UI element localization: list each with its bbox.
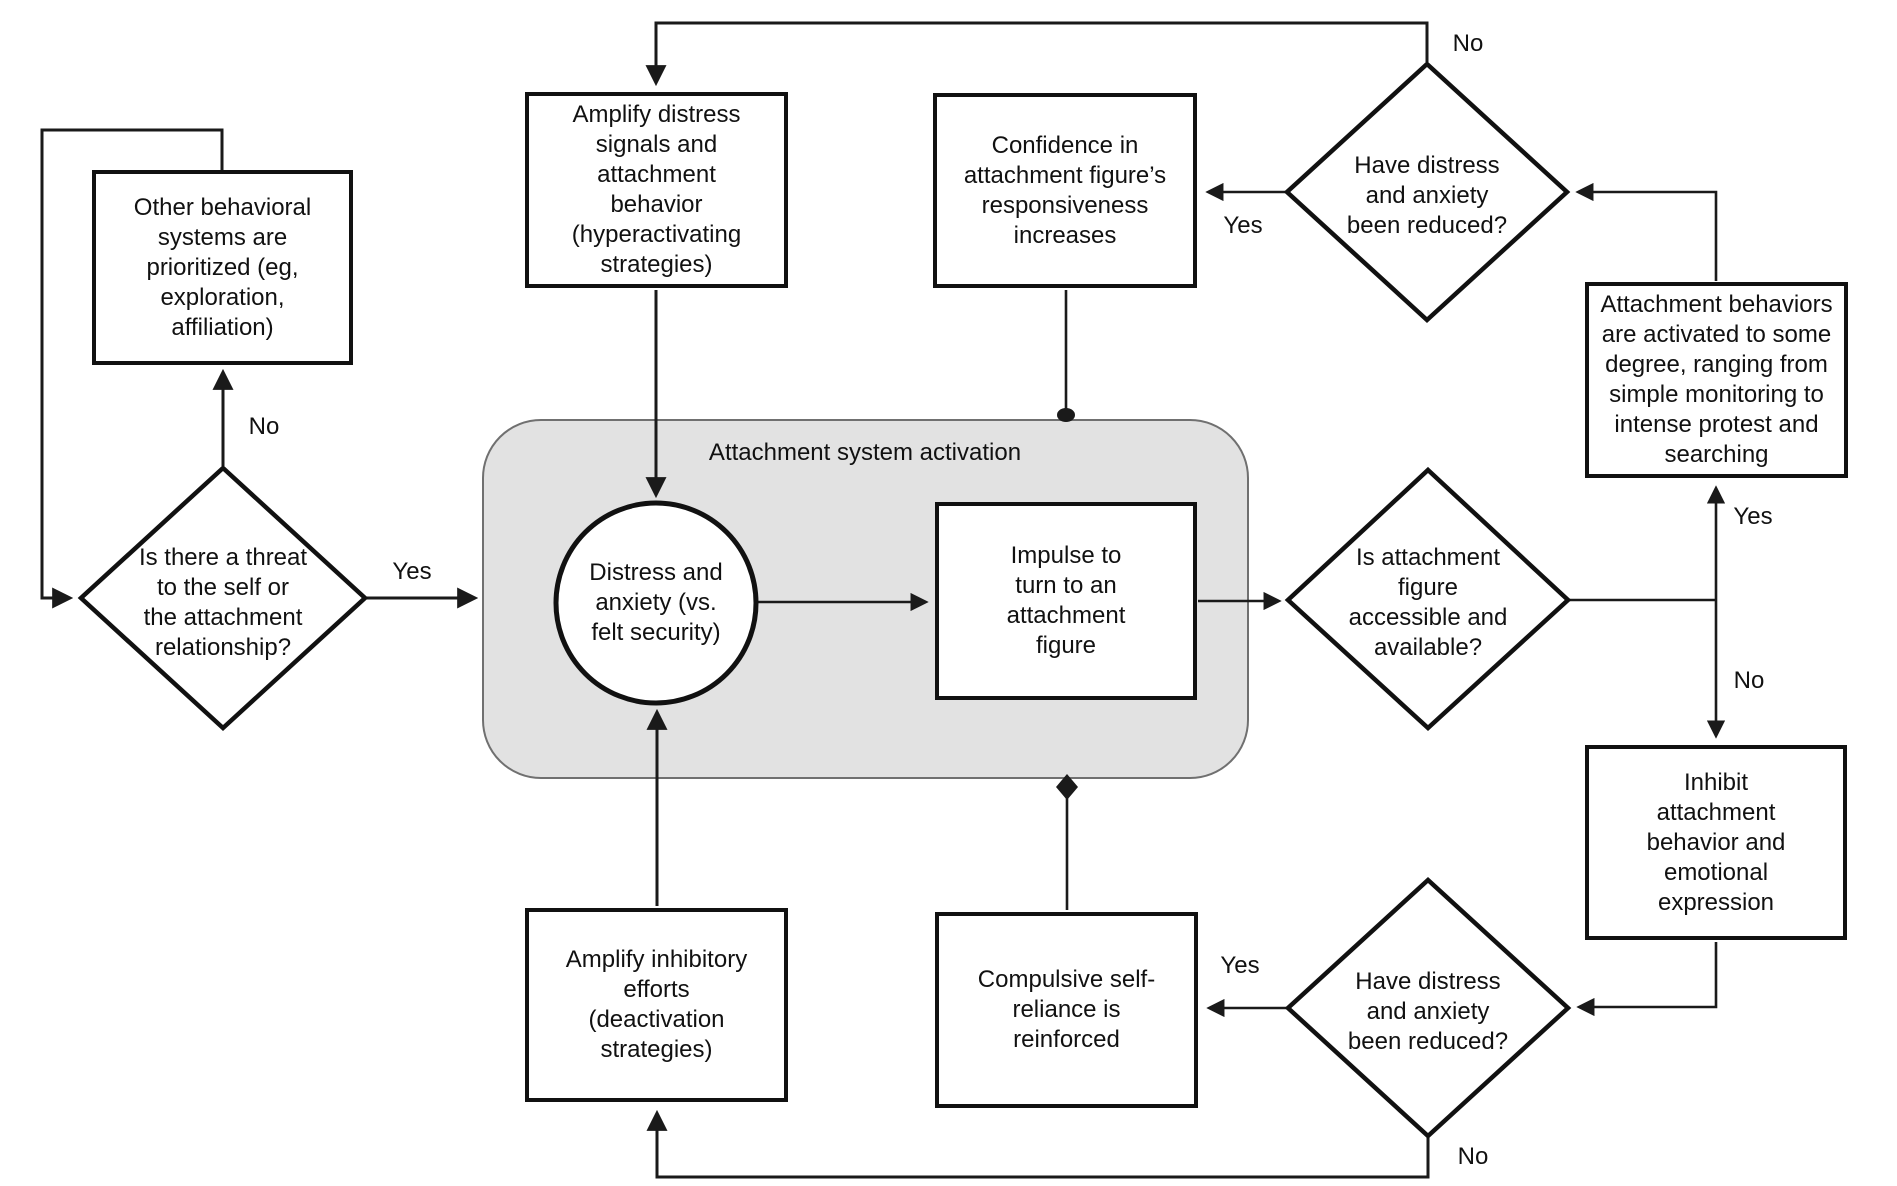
node-reduced-top-label: Have distress and anxiety been reduced? <box>1346 152 1508 239</box>
edge-label-accessible-yes: Yes <box>1733 503 1773 530</box>
node-attachment-behaviors: Attachment behaviors are activated to so… <box>1585 282 1848 478</box>
reduced-top-diamond-shape <box>1283 60 1571 324</box>
threat-diamond-shape <box>77 464 369 732</box>
node-confidence: Confidence in attachment figure’s respon… <box>933 93 1197 288</box>
edge-label-reduced-bottom-yes: Yes <box>1220 952 1260 979</box>
node-inhibit: Inhibit attachment behavior and emotiona… <box>1585 745 1847 940</box>
edge-label-threat-no: No <box>248 413 280 440</box>
node-other-systems: Other behavioral systems are prioritized… <box>92 170 353 365</box>
edge-other-to-threat-loop <box>40 128 224 609</box>
edge-inhibit-to-reduced-bottom <box>1576 942 1718 1017</box>
edge-behaviors-to-reduced-top <box>1575 182 1718 281</box>
edge-label-reduced-bottom-no: No <box>1457 1143 1489 1170</box>
connector-diamond <box>1056 774 1078 800</box>
node-amplify-distress: Amplify distress signals and attachment … <box>525 92 788 288</box>
connector-dot <box>1057 408 1075 422</box>
node-threat-label: Is there a threat to the self or the att… <box>138 544 308 661</box>
edge-reduced-top-no <box>645 21 1429 87</box>
node-compulsive: Compulsive self- reliance is reinforced <box>935 912 1198 1108</box>
node-distress-label: Distress and anxiety (vs. felt security) <box>589 559 723 646</box>
edge-label-threat-yes: Yes <box>392 558 432 585</box>
reduced-bottom-diamond-shape <box>1284 876 1572 1140</box>
node-impulse: Impulse to turn to an attachment figure <box>935 502 1197 700</box>
edge-label-accessible-no: No <box>1733 667 1765 694</box>
accessible-diamond-shape <box>1284 466 1572 732</box>
node-accessible-label: Is attachment figure accessible and avai… <box>1348 544 1508 661</box>
node-amplify-inhibitory: Amplify inhibitory efforts (deactivation… <box>525 908 788 1102</box>
node-reduced-bottom-label: Have distress and anxiety been reduced? <box>1347 968 1509 1055</box>
edge-reduced-bottom-no <box>646 1109 1430 1179</box>
distress-circle-shape <box>553 500 759 706</box>
edge-label-reduced-top-no: No <box>1452 30 1484 57</box>
edge-label-reduced-top-yes: Yes <box>1223 212 1263 239</box>
container-label: Attachment system activation <box>708 439 1022 466</box>
